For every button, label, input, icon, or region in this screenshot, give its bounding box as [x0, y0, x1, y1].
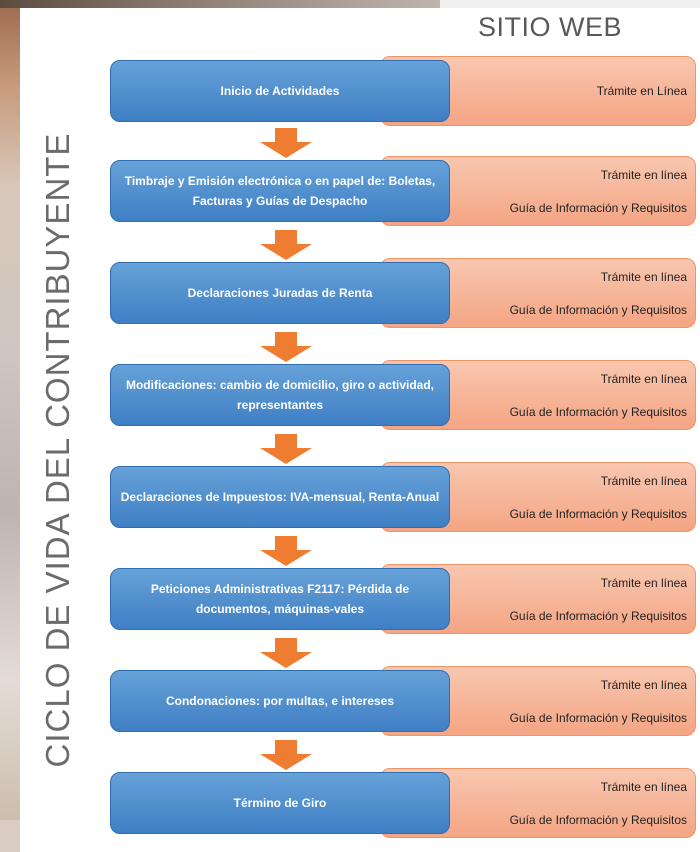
flow-arrow [260, 128, 312, 158]
flow-arrow [260, 230, 312, 260]
guia-link[interactable]: Guía de Información y Requisitos [509, 405, 687, 419]
background-photo-top [0, 0, 440, 8]
step-box[interactable]: Declaraciones Juradas de Renta [110, 262, 450, 324]
flow-arrow [260, 638, 312, 668]
flow-arrow [260, 332, 312, 362]
guia-link[interactable]: Guía de Información y Requisitos [509, 201, 687, 215]
guia-link[interactable]: Guía de Información y Requisitos [509, 303, 687, 317]
tramite-link[interactable]: Trámite en línea [600, 678, 687, 692]
tramite-link[interactable]: Trámite en línea [600, 780, 687, 794]
tramite-link[interactable]: Trámite en línea [600, 270, 687, 284]
tramite-link[interactable]: Trámite en línea [600, 474, 687, 488]
tramite-link[interactable]: Trámite en línea [600, 576, 687, 590]
tramite-link[interactable]: Trámite en línea [600, 168, 687, 182]
step-box[interactable]: Inicio de Actividades [110, 60, 450, 122]
flow-step-peticiones: Trámite en línea Guía de Información y R… [110, 564, 696, 634]
flow-step-timbraje: Trámite en línea Guía de Información y R… [110, 156, 696, 226]
step-box[interactable]: Peticiones Administrativas F2117: Pérdid… [110, 568, 450, 630]
guia-link[interactable]: Guía de Información y Requisitos [509, 813, 687, 827]
flow-step-declaraciones-juradas: Trámite en línea Guía de Información y R… [110, 258, 696, 328]
background-photo-bottom [0, 820, 20, 852]
flow-step-condonaciones: Trámite en línea Guía de Información y R… [110, 666, 696, 736]
step-box[interactable]: Término de Giro [110, 772, 450, 834]
guia-link[interactable]: Guía de Información y Requisitos [509, 711, 687, 725]
tramite-link[interactable]: Trámite en línea [600, 372, 687, 386]
flow-step-modificaciones: Trámite en línea Guía de Información y R… [110, 360, 696, 430]
flow-step-inicio-actividades: Trámite en Línea Inicio de Actividades [110, 56, 696, 126]
step-box[interactable]: Declaraciones de Impuestos: IVA-mensual,… [110, 466, 450, 528]
sitio-web-title: SITIO WEB [477, 12, 622, 42]
flow-arrow [260, 434, 312, 464]
vertical-title-wrapper: CICLO DE VIDA DEL CONTRIBUYENTE [28, 80, 88, 820]
flow-arrow [260, 740, 312, 770]
guia-link[interactable]: Guía de Información y Requisitos [509, 507, 687, 521]
side-title: CICLO DE VIDA DEL CONTRIBUYENTE [39, 132, 76, 768]
guia-link[interactable]: Guía de Información y Requisitos [509, 609, 687, 623]
tramite-link[interactable]: Trámite en Línea [596, 84, 687, 98]
flow-arrow [260, 536, 312, 566]
step-box[interactable]: Modificaciones: cambio de domicilio, gir… [110, 364, 450, 426]
flow-step-termino-giro: Trámite en línea Guía de Información y R… [110, 768, 696, 838]
flow-step-declaraciones-impuestos: Trámite en línea Guía de Información y R… [110, 462, 696, 532]
step-box[interactable]: Condonaciones: por multas, e intereses [110, 670, 450, 732]
step-box[interactable]: Timbraje y Emisión electrónica o en pape… [110, 160, 450, 222]
